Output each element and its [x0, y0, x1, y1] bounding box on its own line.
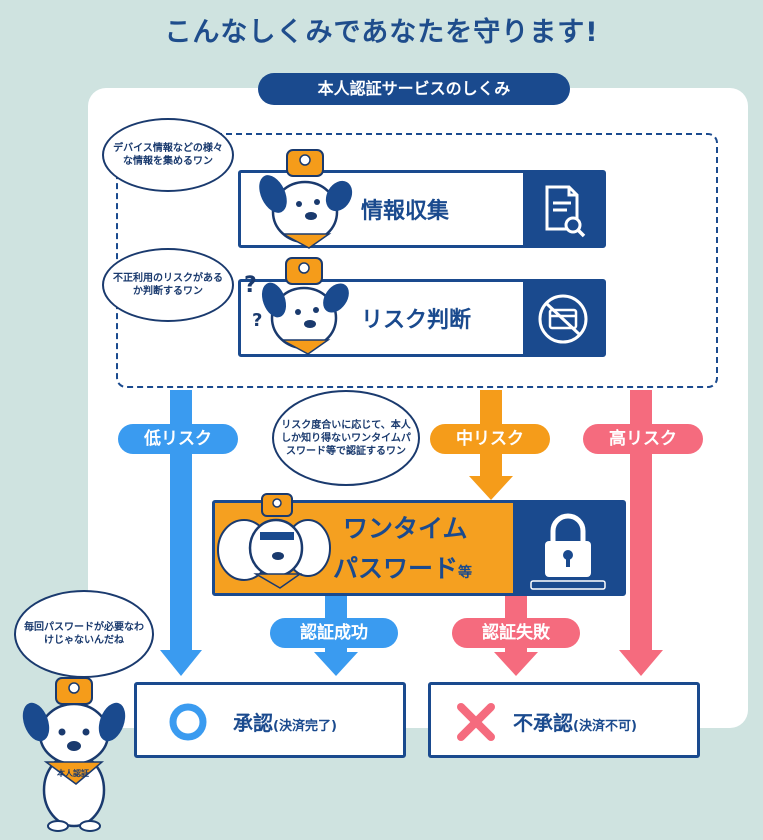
svg-text:?: ? — [244, 273, 257, 298]
padlock-icon-box — [513, 503, 623, 593]
judge-speech-bubble: 不正利用のリスクがあるか判断するワン — [102, 248, 234, 322]
approve-label: 承認 — [233, 711, 273, 735]
cross-ng-icon — [457, 703, 495, 741]
low-risk-tag: 低リスク — [118, 424, 238, 454]
approve-result-box: 承認(決済完了) — [134, 682, 406, 758]
approve-note: (決済完了) — [273, 719, 337, 734]
high-risk-tag: 高リスク — [583, 424, 703, 454]
dog-thinking-mascot: ? ? — [244, 257, 349, 355]
mid-risk-arrow-head — [469, 476, 513, 500]
reject-result-box: 不承認(決済不可) — [428, 682, 700, 758]
reject-text-wrap: 不承認(決済不可) — [513, 707, 637, 736]
auth-fail-tag: 認証失敗 — [452, 618, 580, 648]
svg-text:?: ? — [252, 310, 262, 331]
low-risk-arrow-head — [160, 650, 202, 676]
otp-speech-bubble: リスク度合いに応じて、本人しか知り得ないワンタイムパスワード等で認証するワン — [272, 390, 420, 486]
high-risk-arrow-shaft — [630, 390, 652, 652]
circle-ok-icon — [169, 703, 207, 741]
auth-success-tag: 認証成功 — [270, 618, 398, 648]
dog-strong-mascot — [217, 493, 331, 589]
document-search-icon-box — [523, 173, 603, 245]
reject-label: 不承認 — [513, 711, 573, 735]
padlock-icon — [530, 513, 606, 590]
auth-success-arrow-head — [314, 652, 358, 676]
risk-judgement-label: リスク判断 — [361, 308, 472, 333]
auth-fail-arrow-head — [494, 652, 538, 676]
reject-note: (決済不可) — [573, 719, 637, 734]
dog-collecting-mascot — [259, 149, 353, 249]
mascot-badge-text: 本人認証 — [57, 769, 89, 778]
dog-speech-bubble: 毎回パスワードが必要なわけじゃないんだね — [14, 590, 154, 678]
section-title-pill: 本人認証サービスのしくみ — [258, 73, 570, 105]
otp-line1: ワンタイム — [343, 514, 468, 543]
info-collection-label: 情報収集 — [361, 199, 450, 224]
card-prohibited-icon — [538, 294, 588, 344]
page-title: こんなしくみであなたを守ります! — [164, 17, 599, 48]
card-prohibited-icon-box — [523, 282, 603, 354]
otp-line2: パスワード — [333, 554, 459, 583]
otp-line2-wrap: パスワード等 — [333, 549, 472, 585]
dog-standing-mascot — [22, 677, 126, 832]
collect-speech-bubble: デバイス情報などの様々な情報を集めるワン — [102, 118, 234, 192]
high-risk-arrow-head — [619, 650, 663, 676]
otp-suffix: 等 — [458, 565, 473, 581]
document-search-icon — [545, 185, 586, 238]
mid-risk-tag: 中リスク — [430, 424, 550, 454]
approve-text-wrap: 承認(決済完了) — [233, 707, 337, 736]
low-risk-arrow-shaft — [170, 390, 192, 652]
